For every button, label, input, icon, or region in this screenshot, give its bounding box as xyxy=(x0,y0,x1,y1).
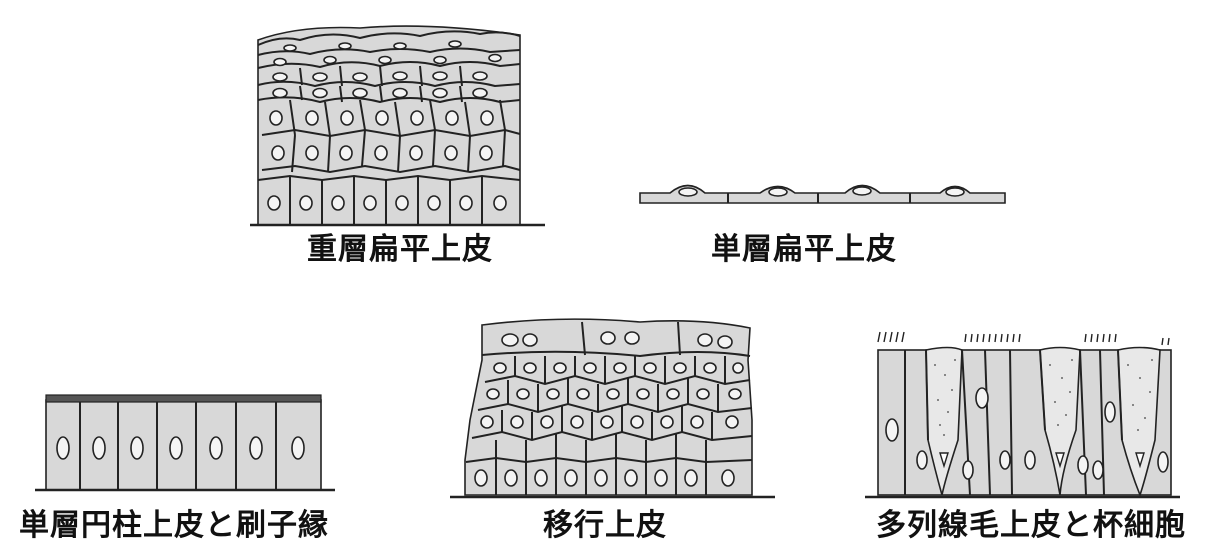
simple-squamous-epithelium xyxy=(639,184,1006,204)
pseudostratified-epithelium xyxy=(865,331,1180,499)
caption-simple-squamous: 単層扁平上皮 xyxy=(711,232,897,267)
transitional-epithelium xyxy=(450,318,775,499)
simple-columnar-epithelium xyxy=(35,394,335,492)
stratified-squamous-epithelium xyxy=(250,25,545,227)
caption-pseudostratified: 多列線毛上皮と杯細胞 xyxy=(876,508,1186,543)
caption-transitional: 移行上皮 xyxy=(543,508,667,543)
caption-stratified-squamous: 重層扁平上皮 xyxy=(307,232,493,267)
caption-simple-columnar: 単層円柱上皮と刷子縁 xyxy=(19,508,329,543)
